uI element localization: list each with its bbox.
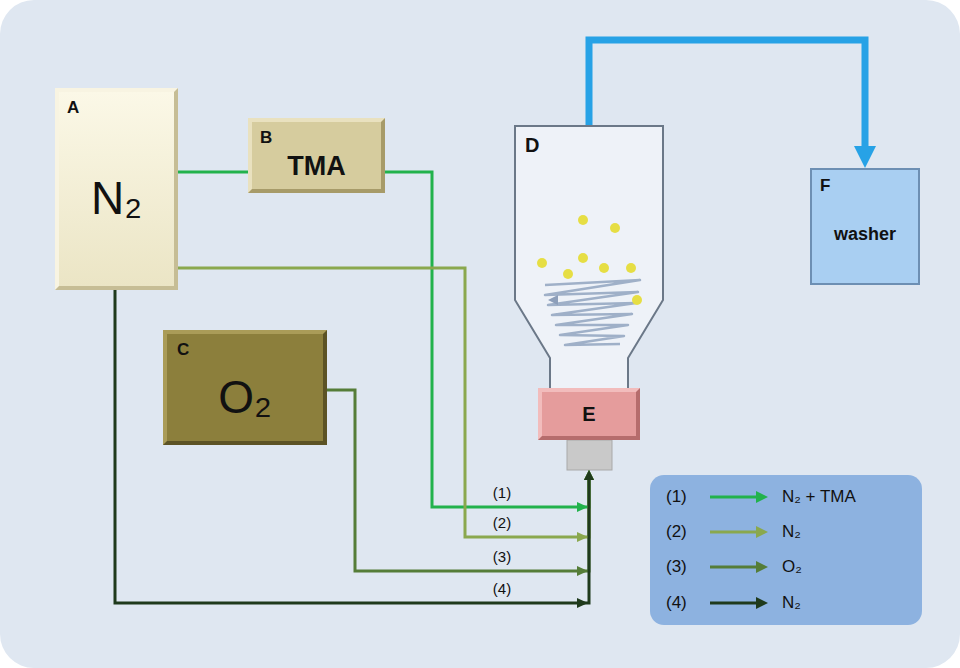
arrowhead [756, 561, 768, 573]
legend-text: N₂ [782, 522, 801, 542]
particles [537, 215, 642, 305]
legend-arrow-line [710, 566, 758, 569]
particle [599, 263, 609, 273]
particle [578, 253, 588, 263]
legend-text: O₂ [782, 557, 802, 577]
flow-line [589, 40, 865, 155]
process-box: C O₂ [163, 330, 327, 445]
legend-row: (3) O₂ [650, 553, 802, 581]
particle [632, 295, 642, 305]
line-number: (2) [491, 515, 513, 532]
legend-box: (1) N₂ + TMA (2) N₂ (3) O₂ (4) N₂ [650, 475, 922, 625]
nozzle [567, 440, 612, 470]
node-label: N₂ [91, 172, 142, 225]
particle [563, 269, 573, 279]
part-letter: A [67, 98, 79, 118]
part-letter: E [582, 403, 595, 426]
vessel-outline [515, 126, 663, 390]
particle [537, 258, 547, 268]
legend-text: N₂ + TMA [782, 487, 856, 507]
process-box: Fwasher [810, 168, 920, 285]
legend-text: N₂ [782, 593, 801, 613]
process-box: E [538, 388, 640, 440]
flow-line [385, 172, 589, 507]
process-box: A N₂ [55, 88, 178, 290]
legend-number: (2) [666, 522, 708, 542]
arrowhead [756, 491, 768, 503]
flow-line [115, 290, 589, 603]
legend-arrow [708, 596, 770, 610]
line-number: (3) [491, 549, 513, 566]
node-label: O₂ [218, 371, 272, 424]
legend-number: (3) [666, 557, 708, 577]
particle [578, 215, 588, 225]
legend-arrow-line [710, 602, 758, 605]
arrowhead [756, 526, 768, 538]
vessel-fill [515, 126, 663, 390]
legend-arrow [708, 490, 770, 504]
part-letter: F [820, 176, 830, 196]
flow-mark [548, 295, 558, 305]
flow-line [178, 171, 248, 174]
node-label: washer [834, 224, 896, 245]
legend-arrow-line [710, 531, 758, 534]
part-letter: C [177, 340, 189, 360]
arrowhead [577, 502, 588, 512]
part-letter: B [260, 128, 272, 148]
heating-coil [545, 280, 640, 345]
arrowhead [756, 597, 768, 609]
flow-line [178, 268, 589, 537]
reactor-vessel: D [515, 126, 663, 390]
vessel-outline [515, 126, 663, 390]
legend-arrow [708, 525, 770, 539]
arrowhead [577, 532, 588, 542]
particle [626, 263, 636, 273]
part-letter: D [525, 134, 539, 157]
legend-row: (2) N₂ [650, 518, 801, 546]
legend-arrow [708, 560, 770, 574]
arrowhead [577, 566, 588, 576]
legend-number: (4) [666, 593, 708, 613]
line-number: (1) [491, 485, 513, 502]
legend-arrow-line [710, 496, 758, 499]
particle [610, 223, 620, 233]
legend-number: (1) [666, 487, 708, 507]
legend-row: (4) N₂ [650, 589, 801, 617]
line-number: (4) [491, 581, 513, 598]
arrowhead [577, 598, 588, 608]
process-box: B TMA [248, 118, 385, 193]
node-label: TMA [287, 151, 345, 182]
legend-row: (1) N₂ + TMA [650, 483, 856, 511]
